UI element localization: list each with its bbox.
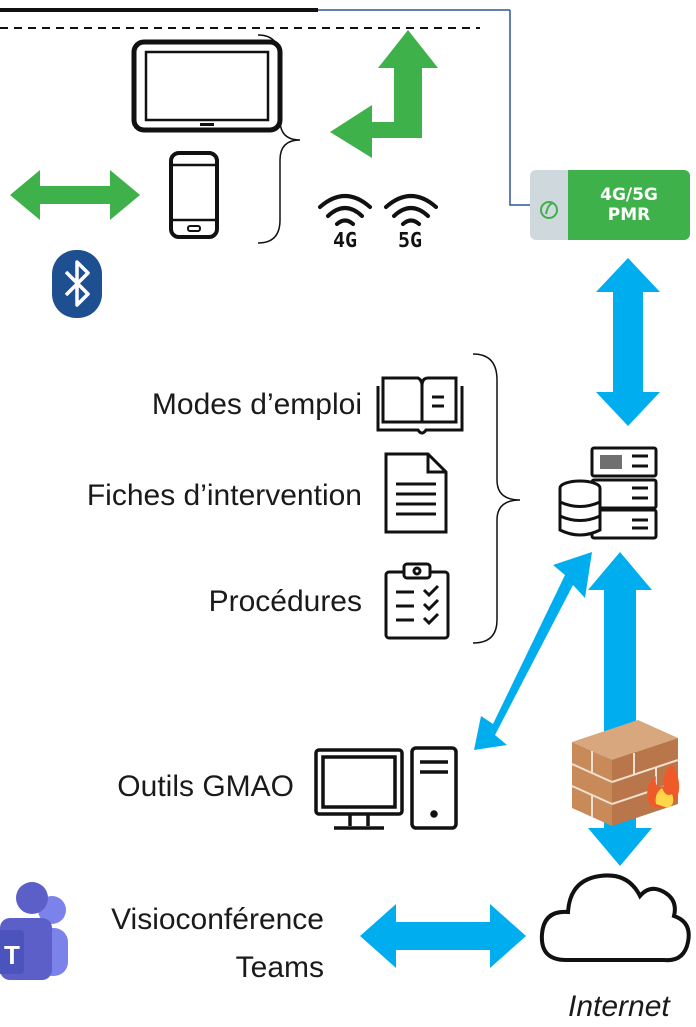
bluetooth-link-arrow <box>10 170 140 220</box>
wifi-signal-icon <box>318 194 438 226</box>
signal-5g-label: 5G <box>398 228 423 252</box>
visio-line2-label: Teams <box>235 951 324 984</box>
internet-label: Internet <box>568 990 670 1023</box>
book-icon <box>376 376 464 435</box>
modes-emploi-label: Modes d’emploi <box>151 388 362 421</box>
badge-icon-panel <box>530 170 568 240</box>
badge-label: 4G/5G PMR <box>568 170 690 240</box>
firewall-icon <box>571 720 680 826</box>
signal-4g-label: 4G <box>333 228 358 252</box>
document-icon <box>384 452 448 534</box>
server-database-icon <box>558 446 658 540</box>
badge-line1: 4G/5G <box>600 184 658 205</box>
cloud-icon <box>539 873 691 963</box>
tablet-icon <box>131 39 283 133</box>
network-uplink-arrow <box>330 30 438 158</box>
devices-brace <box>257 34 301 244</box>
bluetooth-icon <box>52 250 102 318</box>
svg-text:T: T <box>4 940 20 970</box>
smartphone-icon <box>169 151 219 239</box>
clipboard-checklist-icon <box>384 562 450 640</box>
documents-brace <box>472 353 521 644</box>
leaf-icon <box>540 201 558 219</box>
server-gmao-arrow <box>474 552 592 750</box>
visio-line1-label: Visioconférence <box>111 903 324 936</box>
teams-internet-arrow <box>360 904 526 968</box>
procedures-label: Procédures <box>208 585 362 618</box>
outils-gmao-label: Outils GMAO <box>117 770 294 803</box>
desktop-computer-icon <box>314 746 458 830</box>
network-badge: 4G/5G PMR <box>530 170 690 240</box>
fiches-intervention-label: Fiches d’intervention <box>86 479 362 512</box>
badge-server-arrow <box>596 258 660 426</box>
badge-line2: PMR <box>607 205 651 225</box>
teams-logo-icon: T <box>0 882 68 980</box>
badge-connector-line <box>509 10 530 206</box>
